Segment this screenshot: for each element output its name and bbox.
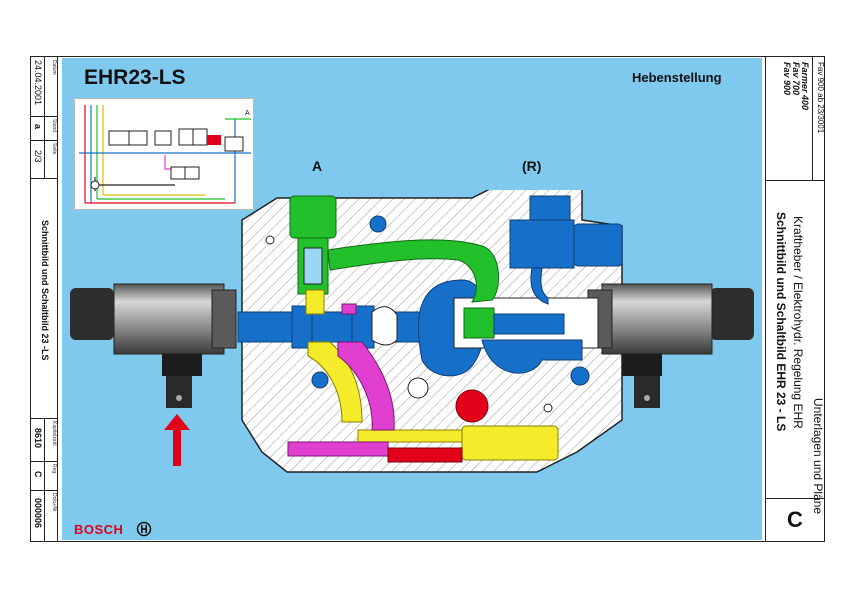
- magenta-bore: [287, 441, 389, 457]
- kapitel-value: 8610: [33, 428, 43, 449]
- datum-label: Datum: [51, 60, 57, 75]
- divider: [44, 418, 45, 542]
- port-a-fitting: [289, 195, 337, 239]
- stand-value: a: [33, 124, 43, 130]
- divider: [44, 56, 45, 178]
- divider: [812, 56, 813, 180]
- blue-piston: [493, 313, 565, 335]
- right-line-1: Unterlagen und Pläne: [811, 398, 825, 515]
- red-bore: [387, 447, 463, 463]
- reg-label: Reg.: [51, 464, 57, 475]
- blue-return: [481, 339, 583, 374]
- green-piston: [463, 307, 495, 339]
- magenta-channel: [337, 341, 395, 431]
- r-port-fitting: [529, 195, 571, 221]
- spool-land: [291, 305, 313, 349]
- r-port-cap: [573, 223, 623, 267]
- reg-value: C: [33, 471, 43, 478]
- check-poppet: [303, 247, 323, 285]
- datum-value: 24.04.2001: [33, 60, 43, 106]
- model-fav700: Fav 700: [791, 62, 801, 96]
- model-fav900: Fav 900: [782, 62, 792, 96]
- divider: [765, 498, 825, 499]
- return-spring: [371, 306, 398, 346]
- stand-label: Stand: [51, 119, 57, 133]
- valve-cross-section: [70, 190, 754, 473]
- seite-value: 2/3: [33, 150, 43, 163]
- right-line-3: Schnittbild und Schaltbild EHR 23 - LS: [774, 212, 788, 432]
- yellow-piston: [461, 425, 559, 461]
- doku-label: Doku-Nr.: [51, 493, 57, 513]
- bosch-logo-icon: [136, 521, 152, 537]
- schematic-port-a: A: [245, 110, 250, 117]
- seite-label: Seite: [51, 143, 57, 155]
- right-solenoid: [587, 283, 754, 408]
- port-r-label: (R): [522, 158, 542, 174]
- fav-note: Fav 900 ab 23/3001: [816, 62, 825, 134]
- doku-value: 000006: [33, 498, 43, 529]
- red-ball-valve: [455, 389, 489, 423]
- solenoid-icon: [207, 135, 221, 145]
- right-info-strip: [765, 56, 825, 542]
- page-title: EHR23-LS: [84, 66, 186, 89]
- hydraulic-schematic: A: [74, 98, 254, 210]
- divider: [30, 178, 58, 179]
- left-solenoid: [70, 283, 237, 408]
- page-subtitle: Hebenstellung: [632, 70, 722, 85]
- port-a-label: A: [312, 158, 323, 174]
- yellow-port: [305, 289, 325, 315]
- kapitel-label: Kapitelzahl: [51, 421, 57, 446]
- right-line-2: Kraftheber / Elektrohydr. Regelung EHR: [791, 216, 805, 429]
- red-arrow-icon: [164, 414, 190, 466]
- main-spool: [237, 311, 443, 343]
- model-farmer: Farmer 400: [800, 62, 810, 111]
- sheet-title: Schnittbild und Schaltbild 23 -LS: [40, 220, 50, 361]
- green-channel: [327, 239, 500, 303]
- divider: [765, 180, 825, 181]
- bosch-brand: BOSCH: [74, 522, 124, 537]
- reg-letter: C: [787, 507, 803, 532]
- r-port-valve: [509, 219, 575, 269]
